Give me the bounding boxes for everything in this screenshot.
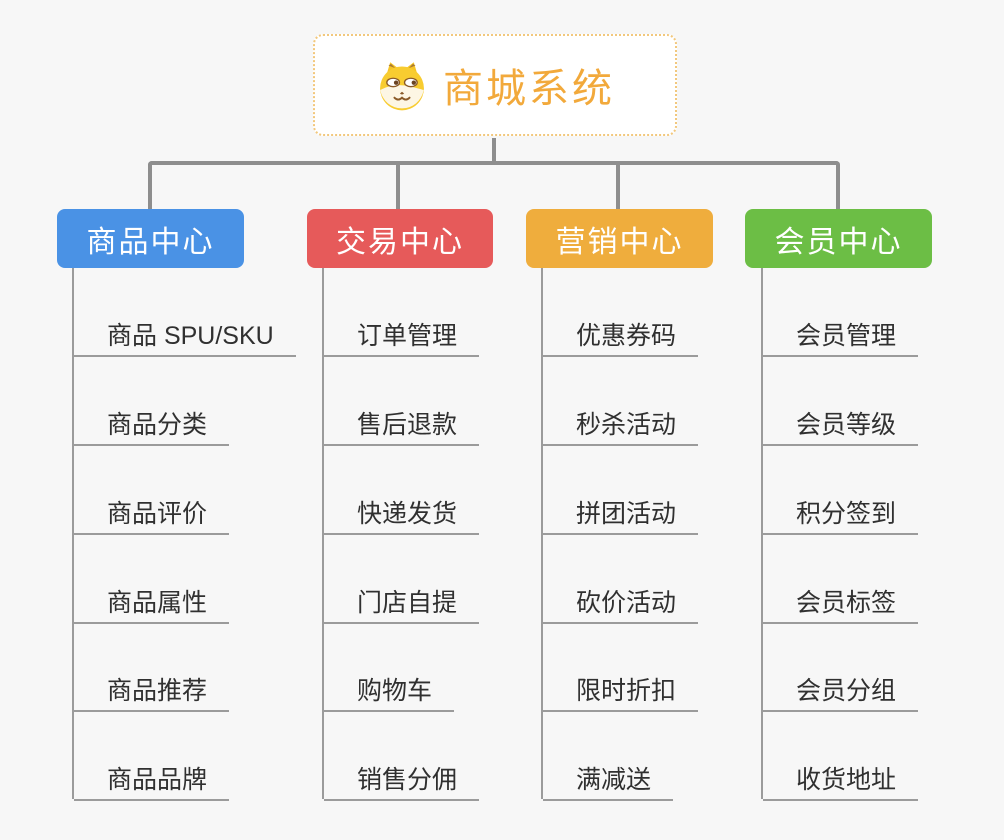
leaf-node[interactable]: 优惠券码 [543,324,699,357]
leaf-node[interactable]: 拼团活动 [543,502,699,535]
branch-header-marketing-center[interactable]: 营销中心 [526,209,713,268]
branch-label: 交易中心 [336,225,464,259]
leaf-node[interactable]: 销售分佣 [324,768,480,801]
leaf-node[interactable]: 会员管理 [763,324,919,357]
leaf-node[interactable]: 收货地址 [763,768,919,801]
leaf-node[interactable]: 门店自提 [324,591,480,624]
branch-column-marketing: 优惠券码 秒杀活动 拼团活动 砍价活动 限时折扣 满减送 [541,268,699,801]
branch-header-member-center[interactable]: 会员中心 [745,209,932,268]
branch-label: 营销中心 [555,225,684,259]
leaf-node[interactable]: 商品 SPU/SKU [74,324,296,357]
branch-label: 会员中心 [774,225,903,259]
connector-root-stub [492,138,496,162]
leaf-node[interactable]: 会员标签 [763,591,919,624]
leaf-node[interactable]: 快递发货 [324,502,480,535]
branch-header-trade-center[interactable]: 交易中心 [307,209,493,268]
leaf-node[interactable]: 积分签到 [763,502,919,535]
connector-drop-marketing [616,161,620,209]
leaf-node[interactable]: 商品品牌 [74,768,230,801]
leaf-node[interactable]: 商品属性 [74,591,230,624]
leaf-node[interactable]: 订单管理 [324,324,480,357]
leaf-node[interactable]: 秒杀活动 [543,413,699,446]
leaf-node[interactable]: 限时折扣 [543,679,699,712]
leaf-node[interactable]: 商品分类 [74,413,230,446]
doge-icon [380,62,424,111]
leaf-node[interactable]: 商品推荐 [74,679,230,712]
branch-column-trade: 订单管理 售后退款 快递发货 门店自提 购物车 销售分佣 [322,268,480,801]
leaf-node[interactable]: 会员分组 [763,679,919,712]
leaf-node[interactable]: 商品评价 [74,502,230,535]
leaf-node[interactable]: 满减送 [543,768,674,801]
root-title: 商城系统 [443,67,615,111]
root-node-mall-system[interactable]: 商城系统 [313,34,677,136]
leaf-node[interactable]: 会员等级 [763,413,919,446]
connector-horizontal-frame [148,161,840,209]
connector-drop-trade [396,161,400,209]
branch-column-product: 商品 SPU/SKU 商品分类 商品评价 商品属性 商品推荐 商品品牌 [72,268,296,801]
leaf-node[interactable]: 售后退款 [324,413,480,446]
leaf-node[interactable]: 购物车 [324,679,455,712]
branch-column-member: 会员管理 会员等级 积分签到 会员标签 会员分组 收货地址 [761,268,919,801]
branch-header-product-center[interactable]: 商品中心 [57,209,244,268]
leaf-node[interactable]: 砍价活动 [543,591,699,624]
branch-label: 商品中心 [86,225,215,259]
